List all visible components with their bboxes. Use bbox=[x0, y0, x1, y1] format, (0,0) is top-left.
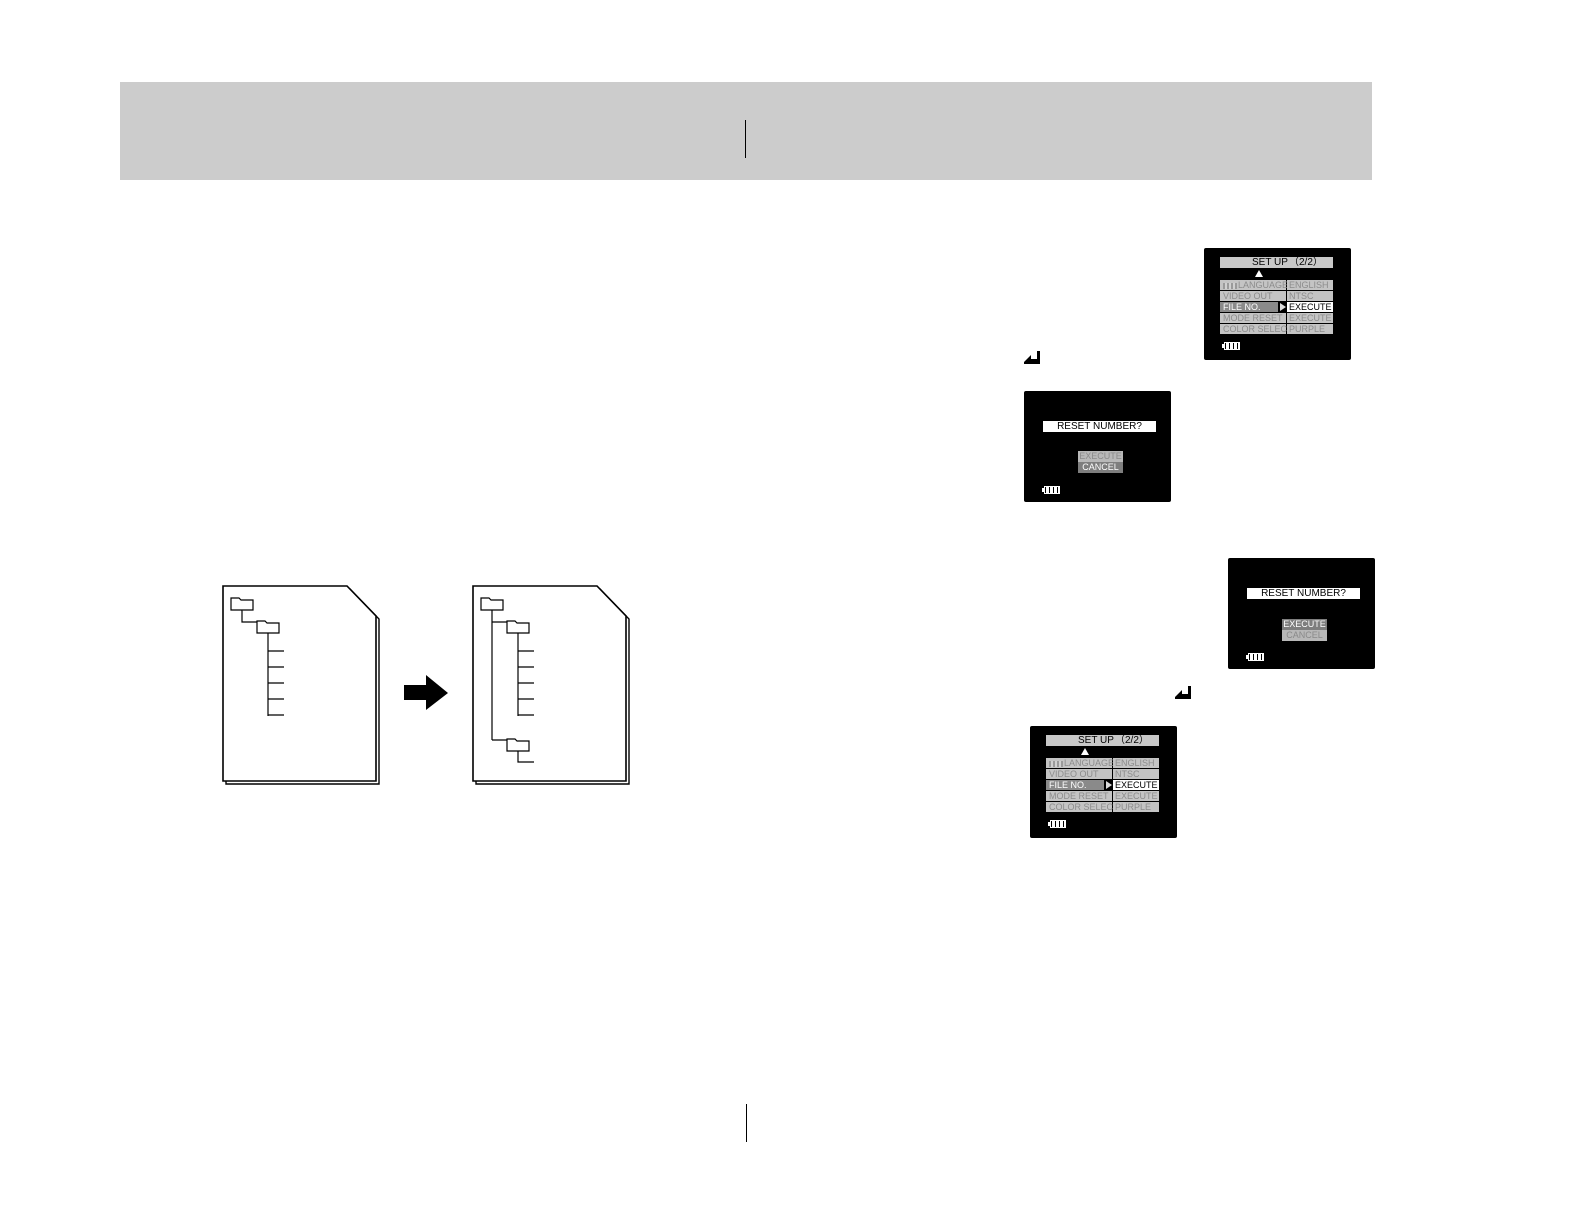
row-label: FILE NO. bbox=[1046, 780, 1104, 790]
menu-title: SET UP bbox=[1252, 257, 1288, 268]
battery-icon bbox=[1246, 653, 1264, 661]
folder-icon bbox=[230, 597, 254, 611]
enter-icon bbox=[1175, 686, 1191, 699]
row-value: EXECUTE bbox=[1287, 313, 1333, 323]
select-arrow-icon bbox=[1280, 303, 1286, 311]
row-value: EXECUTE bbox=[1287, 302, 1333, 312]
reset-number-prompt: RESET NUMBER? bbox=[1043, 421, 1156, 432]
row-label: FILE NO. bbox=[1220, 302, 1278, 312]
scroll-up-icon bbox=[1255, 270, 1263, 277]
row-value: PURPLE bbox=[1113, 802, 1159, 812]
memory-card-icon bbox=[472, 585, 630, 785]
row-value: PURPLE bbox=[1287, 324, 1333, 334]
folder-icon bbox=[506, 738, 530, 752]
row-label: LANGUAGE bbox=[1238, 280, 1289, 290]
setup-menu-screen-result: SET UP （2/2） LANGUAGE ENGLISH VIDEO OUT … bbox=[1030, 726, 1177, 838]
row-value: EXECUTE bbox=[1113, 791, 1159, 801]
reset-number-dialog-cancel: RESET NUMBER? EXECUTE CANCEL bbox=[1024, 391, 1171, 502]
execute-option[interactable]: EXECUTE bbox=[1078, 451, 1123, 462]
language-icon bbox=[1223, 282, 1237, 289]
menu-page: （2/2） bbox=[1289, 257, 1323, 268]
arrow-right-icon bbox=[404, 675, 448, 710]
folder-icon bbox=[506, 620, 530, 634]
header-band bbox=[120, 82, 1372, 180]
header-divider bbox=[745, 120, 746, 158]
cancel-option[interactable]: CANCEL bbox=[1078, 462, 1123, 473]
row-label: MODE RESET bbox=[1046, 791, 1112, 801]
menu-title-bar: SET UP （2/2） bbox=[1046, 735, 1159, 746]
row-label: COLOR SELECT bbox=[1220, 324, 1293, 334]
scroll-up-icon bbox=[1081, 748, 1089, 755]
battery-icon bbox=[1042, 486, 1060, 494]
reset-number-dialog-execute: RESET NUMBER? EXECUTE CANCEL bbox=[1228, 558, 1375, 669]
memory-card-after-diagram bbox=[472, 585, 630, 785]
battery-icon bbox=[1222, 342, 1240, 350]
row-value: ENGLISH bbox=[1287, 280, 1333, 290]
memory-card-icon bbox=[222, 585, 380, 785]
row-value: NTSC bbox=[1113, 769, 1159, 779]
menu-page: （2/2） bbox=[1115, 735, 1149, 746]
language-icon bbox=[1049, 760, 1063, 767]
reset-number-prompt: RESET NUMBER? bbox=[1247, 588, 1360, 599]
row-value: ENGLISH bbox=[1113, 758, 1159, 768]
execute-option[interactable]: EXECUTE bbox=[1282, 619, 1327, 630]
row-value: NTSC bbox=[1287, 291, 1333, 301]
folder-icon bbox=[256, 620, 280, 634]
row-label: COLOR SELECT bbox=[1046, 802, 1119, 812]
row-label: VIDEO OUT bbox=[1046, 769, 1112, 779]
folder-icon bbox=[480, 597, 504, 611]
enter-icon bbox=[1024, 351, 1040, 364]
row-value: EXECUTE bbox=[1113, 780, 1159, 790]
menu-title: SET UP bbox=[1078, 735, 1114, 746]
cancel-option[interactable]: CANCEL bbox=[1282, 630, 1327, 641]
row-label: VIDEO OUT bbox=[1220, 291, 1286, 301]
setup-menu-screen: SET UP （2/2） LANGUAGE ENGLISH VIDEO OUT … bbox=[1204, 248, 1351, 360]
battery-icon bbox=[1048, 820, 1066, 828]
footer-divider bbox=[746, 1104, 747, 1142]
row-label: MODE RESET bbox=[1220, 313, 1286, 323]
menu-title-bar: SET UP （2/2） bbox=[1220, 257, 1333, 268]
select-arrow-icon bbox=[1106, 781, 1112, 789]
memory-card-before-diagram bbox=[222, 585, 380, 785]
row-label: LANGUAGE bbox=[1064, 758, 1115, 768]
